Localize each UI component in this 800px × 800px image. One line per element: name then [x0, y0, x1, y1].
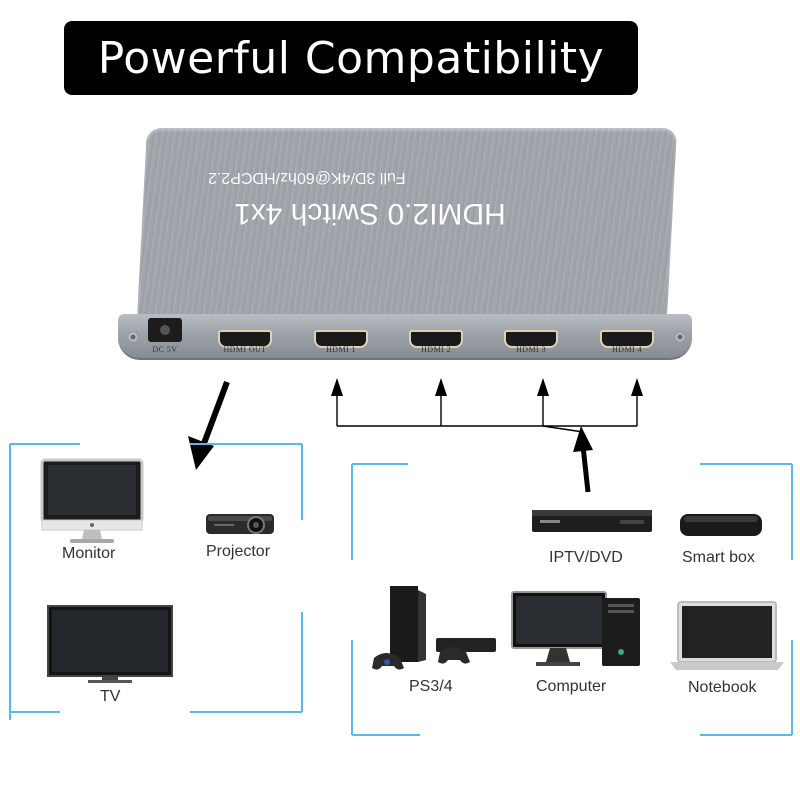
page-title: Powerful Compatibility [97, 32, 605, 84]
monitor-icon [40, 458, 144, 543]
port-label-dc: DC 5V [152, 345, 178, 354]
output-label-projector: Projector [206, 543, 271, 560]
hdmi-out-port [218, 330, 272, 348]
hdmi-in-port-1 [314, 330, 368, 348]
hdmi-in-port-3 [504, 330, 558, 348]
input-panel-bracket [351, 463, 793, 736]
title-banner: Powerful Compatibility [64, 21, 638, 95]
input-label-notebook: Notebook [688, 679, 757, 696]
input-label-iptv-dvd: IPTV/DVD [549, 549, 623, 566]
output-panel-bracket [9, 443, 303, 720]
hdmi-switch-device [118, 128, 692, 360]
desktop-computer-icon [511, 591, 640, 666]
output-label-monitor: Monitor [62, 545, 116, 562]
projector-icon [206, 514, 274, 534]
tv-icon [47, 605, 173, 683]
output-label-tv: TV [100, 688, 121, 705]
game-console-icon [372, 586, 496, 670]
screw-icon [674, 331, 686, 343]
input-label-ps3-4: PS3/4 [409, 678, 453, 695]
main-input-arrow-icon [573, 426, 593, 493]
input-label-smart-box: Smart box [682, 549, 755, 566]
output-arrow-icon [188, 380, 230, 470]
port-label-hdmi-1: HDMI 1 [326, 345, 356, 354]
input-arrow-icons [331, 378, 643, 396]
hdmi-in-port-4 [600, 330, 654, 348]
dc-power-port [148, 318, 182, 342]
laptop-icon [670, 601, 784, 670]
screw-icon [127, 331, 139, 343]
port-label-hdmi-out: HDMI OUT [223, 345, 267, 354]
input-connector-lines [336, 392, 638, 427]
port-label-hdmi-2: HDMI 2 [421, 345, 451, 354]
input-label-computer: Computer [536, 678, 607, 695]
smart-box-icon [680, 514, 762, 536]
hdmi-in-port-2 [409, 330, 463, 348]
dvd-player-icon [532, 510, 652, 532]
port-label-hdmi-4: HDMI 4 [612, 345, 642, 354]
device-front-panel [118, 314, 692, 360]
port-label-hdmi-3: HDMI 3 [516, 345, 546, 354]
